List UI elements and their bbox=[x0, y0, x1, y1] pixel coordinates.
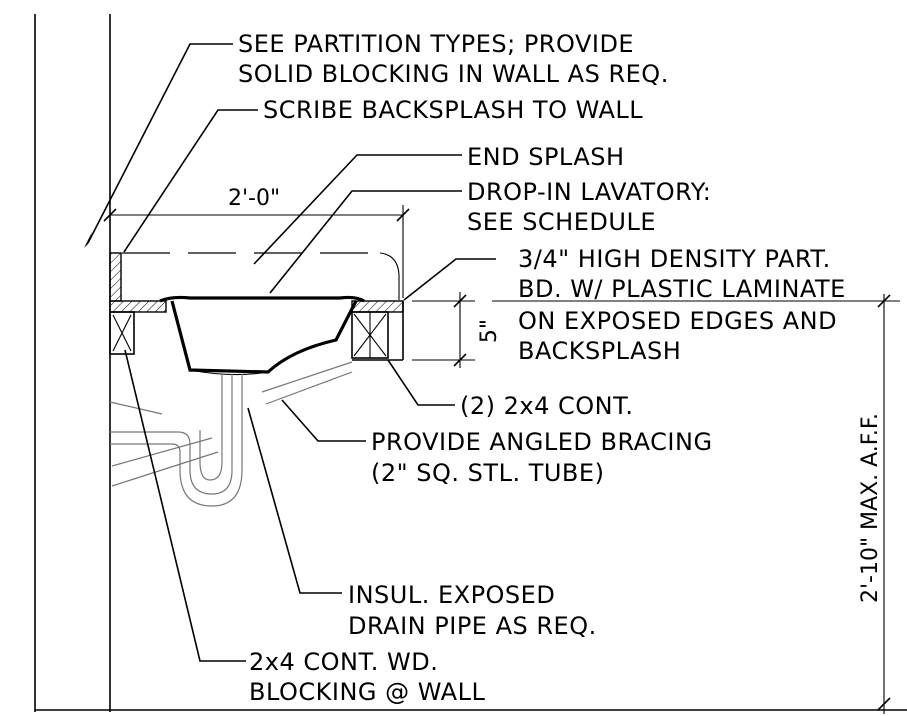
partition-note-line1: SEE PARTITION TYPES; PROVIDE bbox=[238, 30, 634, 58]
lavatory-note-line2: SEE SCHEDULE bbox=[467, 208, 656, 236]
front-blocking bbox=[351, 311, 389, 359]
height-dimension-label: 2'-10" MAX. A.F.F. bbox=[858, 413, 883, 603]
drain-pipe bbox=[110, 374, 243, 507]
end-splash-outline bbox=[122, 252, 400, 300]
height-dimension bbox=[492, 294, 900, 714]
scribe-note: SCRIBE BACKSPLASH TO WALL bbox=[263, 96, 643, 124]
thickness-dimension bbox=[412, 292, 475, 368]
angled-bracing bbox=[109, 361, 353, 487]
wall-blocking bbox=[109, 311, 135, 355]
blocking-note-line1: 2x4 CONT. WD. bbox=[249, 648, 438, 676]
lavatory-note-line1: DROP-IN LAVATORY: bbox=[467, 178, 711, 206]
board-note-line1: 3/4" HIGH DENSITY PART. bbox=[518, 245, 831, 273]
two-by-four-note: (2) 2x4 CONT. bbox=[460, 392, 634, 420]
bracing-note-line2: (2" SQ. STL. TUBE) bbox=[371, 459, 604, 487]
blocking-note-line2: BLOCKING @ WALL bbox=[249, 678, 485, 706]
end-splash-note: END SPLASH bbox=[467, 143, 625, 171]
leaders bbox=[84, 43, 496, 662]
width-dimension-label: 2'-0" bbox=[228, 186, 280, 211]
backsplash bbox=[109, 252, 122, 302]
thickness-dimension-label: 5" bbox=[477, 319, 502, 343]
board-note-line2: BD. W/ PLASTIC LAMINATE bbox=[518, 275, 846, 303]
insul-note-line1: INSUL. EXPOSED bbox=[348, 581, 555, 609]
partition-note-line2: SOLID BLOCKING IN WALL AS REQ. bbox=[238, 60, 669, 88]
lavatory-bowl bbox=[159, 295, 365, 376]
bracing-note-line1: PROVIDE ANGLED BRACING bbox=[371, 428, 713, 456]
board-note-line3: ON EXPOSED EDGES AND bbox=[518, 307, 837, 335]
width-dimension bbox=[103, 205, 410, 298]
insul-note-line2: DRAIN PIPE AS REQ. bbox=[348, 612, 597, 640]
countertop-board bbox=[109, 300, 404, 361]
board-note-line4: BACKSPLASH bbox=[518, 337, 681, 365]
wall bbox=[34, 14, 907, 712]
